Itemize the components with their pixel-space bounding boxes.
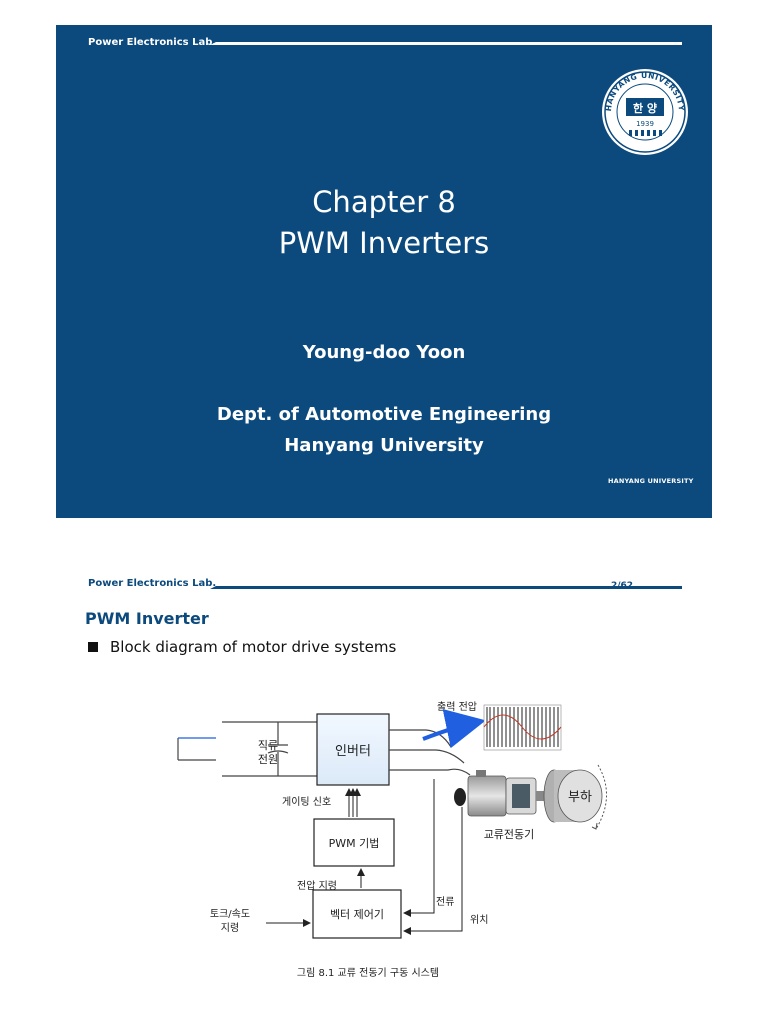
current-label: 전류 xyxy=(436,896,454,908)
header-rule xyxy=(210,42,682,45)
university-seal-icon: HANYANG UNIVERSITY 한 양 1939 xyxy=(602,69,688,155)
chapter-title: Chapter 8 xyxy=(312,185,456,219)
bullet-square-icon xyxy=(88,642,98,652)
load-drum-icon xyxy=(543,764,607,830)
inverter-block xyxy=(316,713,390,786)
lab-name: Power Electronics Lab. xyxy=(88,578,217,589)
department: Dept. of Automotive Engineering xyxy=(216,404,552,425)
pwm-block xyxy=(313,818,395,867)
output-voltage-label: 출력 전압 xyxy=(437,700,477,713)
dc-source xyxy=(177,737,216,761)
content-slide: Power Electronics Lab. 2/62 PWM Inverter… xyxy=(56,567,712,1024)
ac-motor-label: 교류전동기 xyxy=(484,828,535,841)
dc-source-label-2: 전원 xyxy=(258,753,278,766)
dc-bus-capacitor xyxy=(222,721,317,777)
seal-center-text: 한 양 xyxy=(633,101,657,115)
title-slide: Power Electronics Lab. HANYANG UNIVERSIT… xyxy=(56,25,712,518)
output-arrow-icon xyxy=(422,708,486,749)
seal-year: 1939 xyxy=(636,120,654,128)
gating-signal-arrows xyxy=(345,788,361,817)
page-number: 2/62 xyxy=(611,581,634,591)
torque-speed-label-1: 토크/속도 xyxy=(210,908,250,920)
slide-heading: PWM Inverter xyxy=(85,609,209,628)
motor-drive-block-diagram: 직류 전원 인버터 출력 전압 xyxy=(177,700,607,979)
position-label: 위치 xyxy=(470,913,488,926)
lab-name: Power Electronics Lab. xyxy=(88,37,217,48)
inverter-label: 인버터 xyxy=(335,744,371,759)
pwm-waveform-icon xyxy=(483,704,562,751)
university-name: Hanyang University xyxy=(284,435,484,456)
header-rule xyxy=(210,586,682,589)
torque-speed-label-2: 지령 xyxy=(221,922,239,934)
ac-motor-icon xyxy=(454,770,546,817)
pwm-label: PWM 기법 xyxy=(329,837,380,850)
position-feedback-line xyxy=(403,807,463,935)
load-label: 부하 xyxy=(568,790,592,805)
author-name: Young-doo Yoon xyxy=(302,342,466,363)
current-feedback-line xyxy=(403,779,435,917)
bullet-text: Block diagram of motor drive systems xyxy=(110,638,397,656)
vector-controller-label: 벡터 제어기 xyxy=(330,908,384,921)
chapter-subtitle: PWM Inverters xyxy=(278,226,490,260)
voltage-command-label: 전압 지령 xyxy=(297,879,337,892)
figure-caption: 그림 8.1 교류 전동기 구동 시스템 xyxy=(297,967,439,979)
gating-signal-label: 게이팅 신호 xyxy=(282,796,331,808)
footer-text: HANYANG UNIVERSITY xyxy=(608,477,694,485)
vector-controller-block xyxy=(312,889,402,939)
